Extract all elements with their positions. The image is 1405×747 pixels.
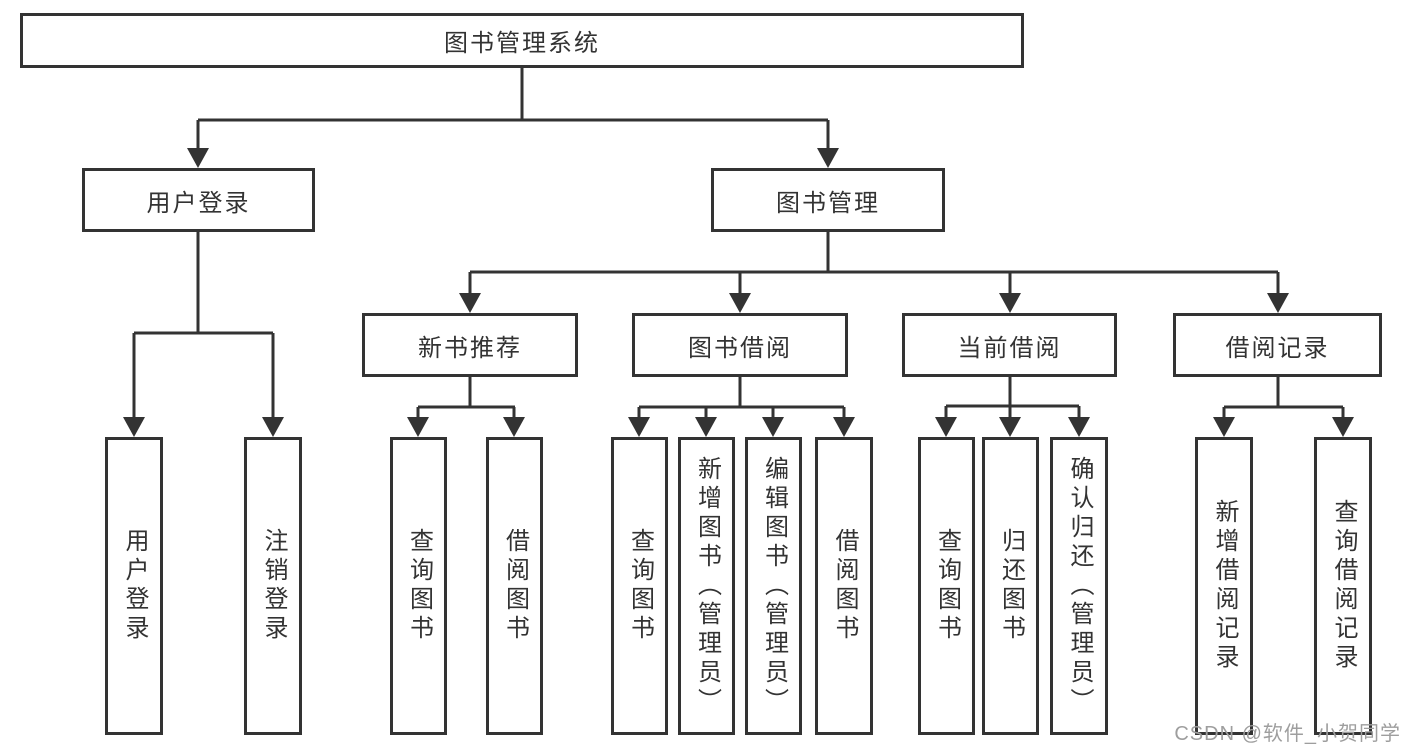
node-label: 借阅图书: [501, 528, 529, 644]
leaf-query-borrow-record: 查询借阅记录: [1314, 437, 1372, 735]
leaf-query-books-2: 查询图书: [611, 437, 668, 735]
node-label: 编辑图书（管理员）: [760, 455, 788, 717]
node-user-login: 用户登录: [82, 168, 315, 232]
leaf-return-books: 归还图书: [982, 437, 1039, 735]
arrow-down-icon: [999, 293, 1021, 313]
arrow-down-icon: [1267, 293, 1289, 313]
node-label: 用户登录: [121, 528, 148, 644]
arrow-down-icon: [407, 417, 429, 437]
node-label: 新增借阅记录: [1211, 499, 1238, 673]
node-label: 图书借阅: [688, 334, 792, 362]
node-label: 查询图书: [626, 528, 654, 644]
node-label: 查询借阅记录: [1330, 499, 1357, 673]
arrow-down-icon: [762, 417, 784, 437]
node-label: 借阅记录: [1225, 334, 1330, 362]
node-label: 查询图书: [405, 528, 433, 644]
arrow-down-icon: [999, 417, 1021, 437]
connector-book-mgmt-to-level3: [459, 232, 1289, 313]
leaf-borrow-books-2: 借阅图书: [815, 437, 873, 735]
leaf-query-books-1: 查询图书: [390, 437, 447, 735]
arrow-down-icon: [833, 417, 855, 437]
arrow-down-icon: [817, 148, 839, 168]
arrow-down-icon: [935, 417, 957, 437]
node-label: 图书管理: [776, 189, 880, 217]
leaf-borrow-books-1: 借阅图书: [486, 437, 543, 735]
arrow-down-icon: [628, 417, 650, 437]
arrow-down-icon: [262, 417, 284, 437]
node-label: 新增图书（管理员）: [693, 455, 721, 717]
leaf-confirm-return-admin: 确认归还（管理员）: [1050, 437, 1108, 735]
node-label: 用户登录: [146, 189, 251, 217]
node-label: 查询图书: [933, 528, 961, 644]
arrow-down-icon: [695, 417, 717, 437]
arrow-down-icon: [459, 293, 481, 313]
connector-book-borrow-to-leaves: [628, 377, 855, 437]
arrow-down-icon: [123, 417, 145, 437]
leaf-logout: 注销登录: [244, 437, 302, 735]
leaf-edit-books-admin: 编辑图书（管理员）: [745, 437, 802, 735]
node-borrow-records: 借阅记录: [1173, 313, 1382, 377]
node-label: 当前借阅: [957, 334, 1062, 362]
node-new-book-recommend: 新书推荐: [362, 313, 578, 377]
node-book-borrow: 图书借阅: [632, 313, 848, 377]
leaf-user-login: 用户登录: [105, 437, 163, 735]
connector-borrow-records-to-leaves: [1213, 377, 1354, 437]
arrow-down-icon: [1213, 417, 1235, 437]
node-book-management-system: 图书管理系统: [20, 13, 1024, 68]
node-label: 注销登录: [260, 528, 287, 644]
connector-new-book-to-leaves: [407, 377, 525, 437]
node-label: 新书推荐: [418, 334, 522, 362]
node-label: 归还图书: [997, 528, 1025, 644]
arrow-down-icon: [729, 293, 751, 313]
node-book-management: 图书管理: [711, 168, 945, 232]
arrow-down-icon: [187, 148, 209, 168]
leaf-query-books-3: 查询图书: [918, 437, 975, 735]
connector-root-to-level2: [187, 68, 839, 168]
csdn-watermark: CSDN @软件_小贺同学: [1174, 723, 1401, 745]
node-label: 图书管理系统: [444, 30, 600, 57]
node-label: 借阅图书: [831, 528, 858, 644]
connector-user-login-to-leaves: [123, 232, 284, 437]
arrow-down-icon: [503, 417, 525, 437]
connector-current-borrow-to-leaves: [935, 377, 1090, 437]
leaf-add-books-admin: 新增图书（管理员）: [678, 437, 735, 735]
node-label: 确认归还（管理员）: [1066, 455, 1093, 717]
arrow-down-icon: [1068, 417, 1090, 437]
arrow-down-icon: [1332, 417, 1354, 437]
leaf-add-borrow-record: 新增借阅记录: [1195, 437, 1253, 735]
node-current-borrow: 当前借阅: [902, 313, 1117, 377]
